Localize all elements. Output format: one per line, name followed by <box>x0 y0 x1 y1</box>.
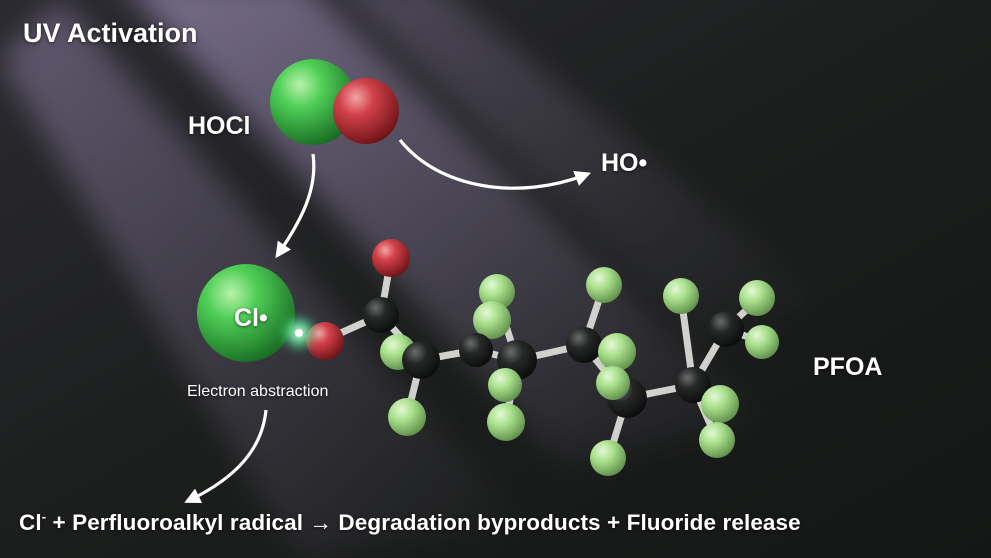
fluorine-atom <box>586 267 622 303</box>
fluorine-atom <box>487 403 525 441</box>
fluorine-atom <box>745 325 779 359</box>
carbon-atom <box>566 327 602 363</box>
electron-spark-core <box>295 329 303 337</box>
hocl-molecule <box>270 59 399 145</box>
carbon-atom <box>363 297 399 333</box>
carbonyl-oxygen-atom <box>372 239 410 277</box>
fluorine-atom <box>663 278 699 314</box>
diagram-title: UV Activation <box>23 18 198 48</box>
arrow-to-products <box>184 409 268 503</box>
electron-abstraction-label: Electron abstraction <box>187 383 329 400</box>
fluorine-atom <box>598 333 636 371</box>
fluorine-atom <box>488 368 522 402</box>
carbon-atom <box>675 367 711 403</box>
fluorine-atom <box>701 385 739 423</box>
fluorine-atom <box>699 422 735 458</box>
fluorine-atom <box>590 440 626 476</box>
hydroxyl-radical-label: HO• <box>601 149 648 177</box>
equation-charge: - <box>41 509 47 524</box>
fluorine-atom <box>739 280 775 316</box>
fluorine-atom <box>388 398 426 436</box>
equation-products: + Perfluoroalkyl radical → Degradation b… <box>46 510 801 535</box>
fluorine-atom <box>596 366 630 400</box>
arrow-hocl-to-ho <box>398 138 591 190</box>
fluorine-atom <box>473 301 511 339</box>
pfoa-molecule <box>306 239 779 476</box>
fluorine-atom <box>479 274 515 310</box>
hocl-chlorine-atom <box>270 59 356 145</box>
carbon-atom <box>708 311 744 347</box>
pfoa-label: PFOA <box>813 353 883 381</box>
carbon-atom <box>402 341 440 379</box>
equation-reactant: Cl <box>19 510 42 535</box>
chlorine-radical-label: Cl• <box>234 304 268 332</box>
hocl-oxygen-atom <box>333 78 399 144</box>
chlorine-radical-atom <box>197 264 295 362</box>
arrow-hocl-to-cl <box>275 153 316 259</box>
carbon-atom <box>459 333 493 367</box>
hocl-label: HOCl <box>188 112 251 140</box>
reaction-equation: Cl- + Perfluoroalkyl radical → Degradati… <box>19 509 801 536</box>
